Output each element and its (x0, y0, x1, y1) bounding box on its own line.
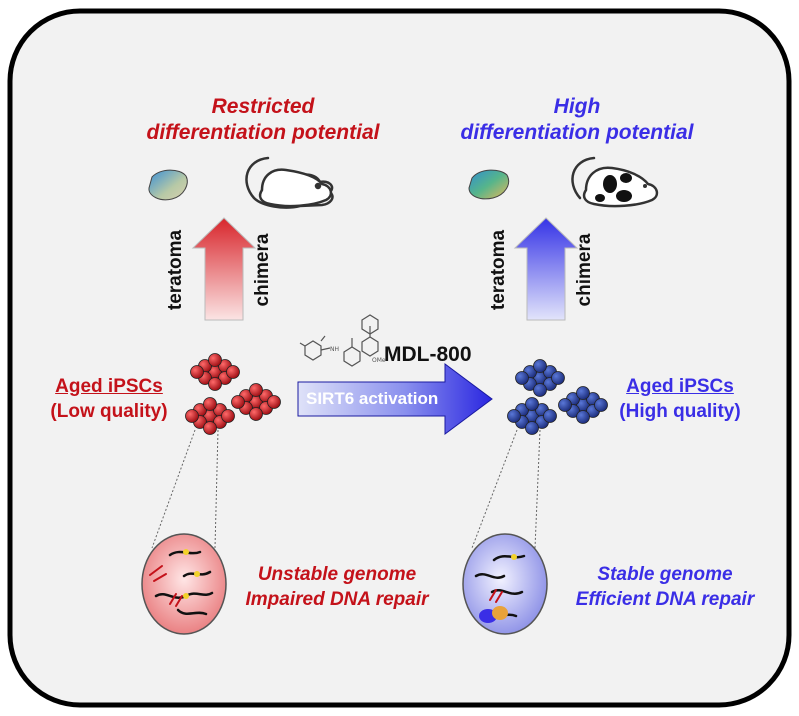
cell (551, 371, 565, 385)
right-genome-line2: Efficient DNA repair (575, 589, 755, 610)
left-genome-line1: Unstable genome (257, 564, 417, 585)
mouse-right-icon (571, 156, 659, 208)
stable-genome-nucleus (462, 533, 548, 635)
repair-protein-icon (492, 606, 508, 620)
right-title: High differentiation potential (452, 94, 702, 146)
ipsc-colony (507, 397, 557, 435)
unstable-genome-nucleus (141, 533, 227, 635)
cell (221, 409, 235, 423)
left-genome-line2: Impaired DNA repair (245, 589, 429, 610)
right-up-arrow (513, 217, 579, 321)
cell (515, 371, 529, 385)
left-teratoma-label: teratoma (165, 229, 186, 311)
svg-text:OMe: OMe (372, 357, 386, 364)
cell (267, 395, 281, 409)
cell (533, 383, 547, 397)
dna-lesion-marker (183, 549, 189, 555)
left-title-line1: Restricted (211, 95, 315, 118)
sirt6-activation-label: SIRT6 activation (306, 389, 439, 408)
cell (203, 421, 217, 435)
high-quality-ipsc-clusters (507, 359, 608, 435)
cell (226, 365, 240, 379)
ipsc-colony (231, 383, 281, 421)
left-title: Restricted differentiation potential (138, 94, 388, 146)
teratoma-left-icon (148, 169, 188, 201)
dna-repair-marker (511, 554, 517, 560)
ipsc-colony (185, 397, 235, 435)
cell (249, 383, 263, 397)
cell (190, 365, 204, 379)
cell (203, 397, 217, 411)
zoom-lines-right (471, 429, 541, 549)
cell (507, 409, 521, 423)
cell (533, 359, 547, 373)
ipsc-colony (515, 359, 565, 397)
cell (558, 398, 572, 412)
left-genome-label: Unstable genome Impaired DNA repair (222, 562, 452, 612)
low-quality-ipsc-clusters (185, 353, 281, 435)
cell (543, 409, 557, 423)
cell (249, 407, 263, 421)
right-genome-label: Stable genome Efficient DNA repair (550, 562, 780, 612)
left-cells-title: Aged iPSCs (55, 376, 163, 397)
right-genome-line1: Stable genome (597, 564, 733, 585)
left-cells-subtitle: (Low quality) (50, 401, 168, 422)
ipsc-colony (558, 386, 608, 424)
cell (576, 386, 590, 400)
right-title-line2: differentiation potential (460, 121, 694, 144)
cell (525, 397, 539, 411)
right-chimera-label: chimera (574, 233, 595, 307)
cell (208, 353, 222, 367)
cell (208, 377, 222, 391)
dna-lesion-marker (183, 593, 189, 599)
right-cells-title: Aged iPSCs (626, 376, 734, 397)
ipsc-colony (190, 353, 240, 391)
left-cells-label: Aged iPSCs (Low quality) (34, 374, 184, 424)
left-up-arrow (191, 217, 257, 321)
mdl800-structure-icon: NH OMe (299, 314, 386, 367)
dna-lesion-marker (194, 571, 200, 577)
left-title-line2: differentiation potential (146, 121, 380, 144)
right-title-line1: High (553, 95, 601, 118)
right-cells-subtitle: (High quality) (619, 401, 741, 422)
drug-name-label: MDL-800 (384, 343, 472, 366)
cell (525, 421, 539, 435)
cell (185, 409, 199, 423)
sirt6-activation-arrow (297, 363, 493, 435)
teratoma-right-icon (468, 169, 510, 200)
svg-text:NH: NH (330, 346, 339, 353)
mouse-left-icon (245, 156, 334, 209)
zoom-lines-left (151, 429, 219, 549)
repaired-dna-strands-right (474, 554, 526, 618)
cell (576, 410, 590, 424)
cell (231, 395, 245, 409)
right-cells-label: Aged iPSCs (High quality) (605, 374, 755, 424)
cell (594, 398, 608, 412)
right-teratoma-label: teratoma (488, 229, 509, 311)
left-chimera-label: chimera (252, 233, 273, 307)
